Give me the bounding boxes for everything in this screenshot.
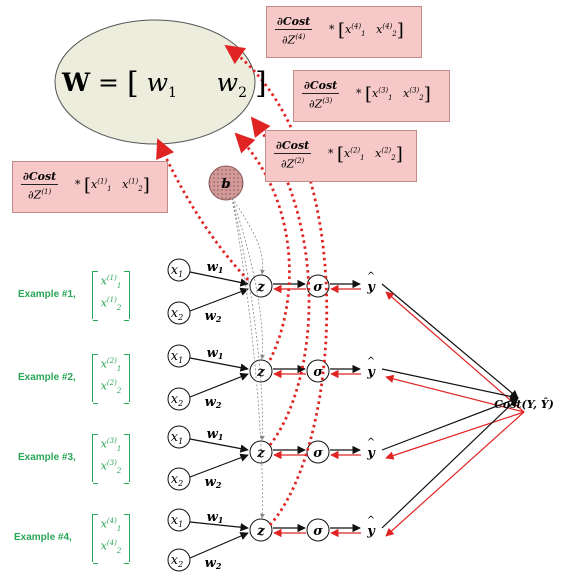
edge-x1-z bbox=[189, 271, 249, 287]
bias-node bbox=[208, 165, 244, 201]
edge-yhat-cost bbox=[381, 396, 519, 451]
input-x2-node bbox=[167, 387, 191, 411]
bias-label: b bbox=[221, 177, 230, 192]
edge-x1-z bbox=[189, 438, 249, 453]
gradient-path bbox=[156, 138, 250, 281]
edge-yhat-cost bbox=[381, 283, 519, 399]
hat-mark: ^ bbox=[367, 515, 375, 526]
example-label: Example #4, bbox=[14, 532, 72, 543]
input-x1-node bbox=[167, 258, 191, 282]
w2-edge-label: w2 bbox=[205, 475, 222, 490]
gradient-term-box: ∂Cost∂Z(3) * [x(3)1 x(3)2] bbox=[293, 70, 450, 122]
z-node bbox=[249, 518, 273, 542]
yhat-label: y bbox=[366, 524, 376, 539]
w1-subscript: 1 bbox=[168, 85, 177, 101]
w1-symbol: w bbox=[146, 68, 169, 97]
w1-edge-label: w1 bbox=[207, 427, 224, 442]
z-label: z bbox=[256, 524, 265, 539]
sigma-label: σ bbox=[313, 524, 323, 539]
gradient-term-box: ∂Cost∂Z(2) * [x(2)1 x(2)2] bbox=[265, 130, 417, 182]
weights-ellipse bbox=[54, 19, 256, 145]
z-label: z bbox=[256, 280, 265, 295]
example-label: Example #1, bbox=[18, 289, 76, 300]
w1-edge-label: w1 bbox=[207, 346, 224, 361]
edge-x1-z bbox=[189, 357, 249, 372]
sigma-label: σ bbox=[313, 446, 323, 461]
edge-yhat-cost bbox=[381, 397, 519, 529]
input-x1-node bbox=[167, 425, 191, 449]
equals-sign: = bbox=[98, 68, 119, 97]
z-label: z bbox=[256, 365, 265, 380]
z-node bbox=[249, 274, 273, 298]
w2-edge-label: w2 bbox=[205, 309, 222, 324]
edge-x2-z bbox=[189, 532, 249, 559]
w2-edge-label: w2 bbox=[205, 395, 222, 410]
weights-symbol: W bbox=[62, 68, 91, 97]
hat-mark: ^ bbox=[367, 271, 375, 282]
edge-x1-z bbox=[189, 521, 249, 532]
w2-symbol: w bbox=[216, 68, 239, 97]
bias-edge bbox=[231, 197, 265, 275]
w1-edge-label: w1 bbox=[207, 260, 224, 275]
w2-subscript: 2 bbox=[238, 85, 247, 101]
backprop-cost-yhat bbox=[385, 411, 525, 537]
backprop-cost-yhat bbox=[385, 374, 525, 413]
sigma-node bbox=[306, 440, 330, 464]
edge-x2-z bbox=[189, 372, 249, 398]
yhat-label: y bbox=[366, 446, 376, 461]
z-label: z bbox=[256, 446, 265, 461]
edge-x2-z bbox=[189, 287, 249, 312]
gradient-term-box: ∂Cost∂Z(1) * [x(1)1 x(1)2] bbox=[12, 161, 168, 213]
hat-mark: ^ bbox=[367, 437, 375, 448]
w2-edge-label: w2 bbox=[205, 556, 222, 571]
sigma-label: σ bbox=[313, 280, 323, 295]
sigma-node bbox=[306, 274, 330, 298]
bias-edge bbox=[231, 197, 265, 441]
bias-edge bbox=[231, 197, 265, 360]
yhat-label: y bbox=[366, 365, 376, 380]
sigma-node bbox=[306, 518, 330, 542]
bias-edge bbox=[231, 197, 265, 519]
w1-edge-label: w1 bbox=[207, 510, 224, 525]
hat-mark: ^ bbox=[367, 356, 375, 367]
sigma-label: σ bbox=[313, 365, 323, 380]
gradient-term-box: ∂Cost∂Z(4) * [x(4)1 x(4)2] bbox=[266, 6, 422, 58]
input-x1-node bbox=[167, 508, 191, 532]
input-x2-node bbox=[167, 548, 191, 572]
cost-label: Cost(Y, Ŷ) bbox=[494, 397, 554, 411]
edge-yhat-cost bbox=[381, 368, 519, 401]
input-x1-node bbox=[167, 344, 191, 368]
example-label: Example #3, bbox=[18, 452, 76, 463]
backprop-cost-yhat bbox=[385, 411, 525, 460]
weights-formula: W = [ w1 w2 ] bbox=[62, 66, 267, 101]
input-x2-node bbox=[167, 301, 191, 325]
yhat-label: y bbox=[366, 280, 376, 295]
edge-x2-z bbox=[189, 453, 249, 478]
z-node bbox=[249, 359, 273, 383]
gradient-path bbox=[224, 44, 329, 526]
sigma-node bbox=[306, 359, 330, 383]
backprop-cost-yhat bbox=[385, 291, 525, 413]
input-x2-node bbox=[167, 467, 191, 491]
example-label: Example #2, bbox=[18, 372, 76, 383]
